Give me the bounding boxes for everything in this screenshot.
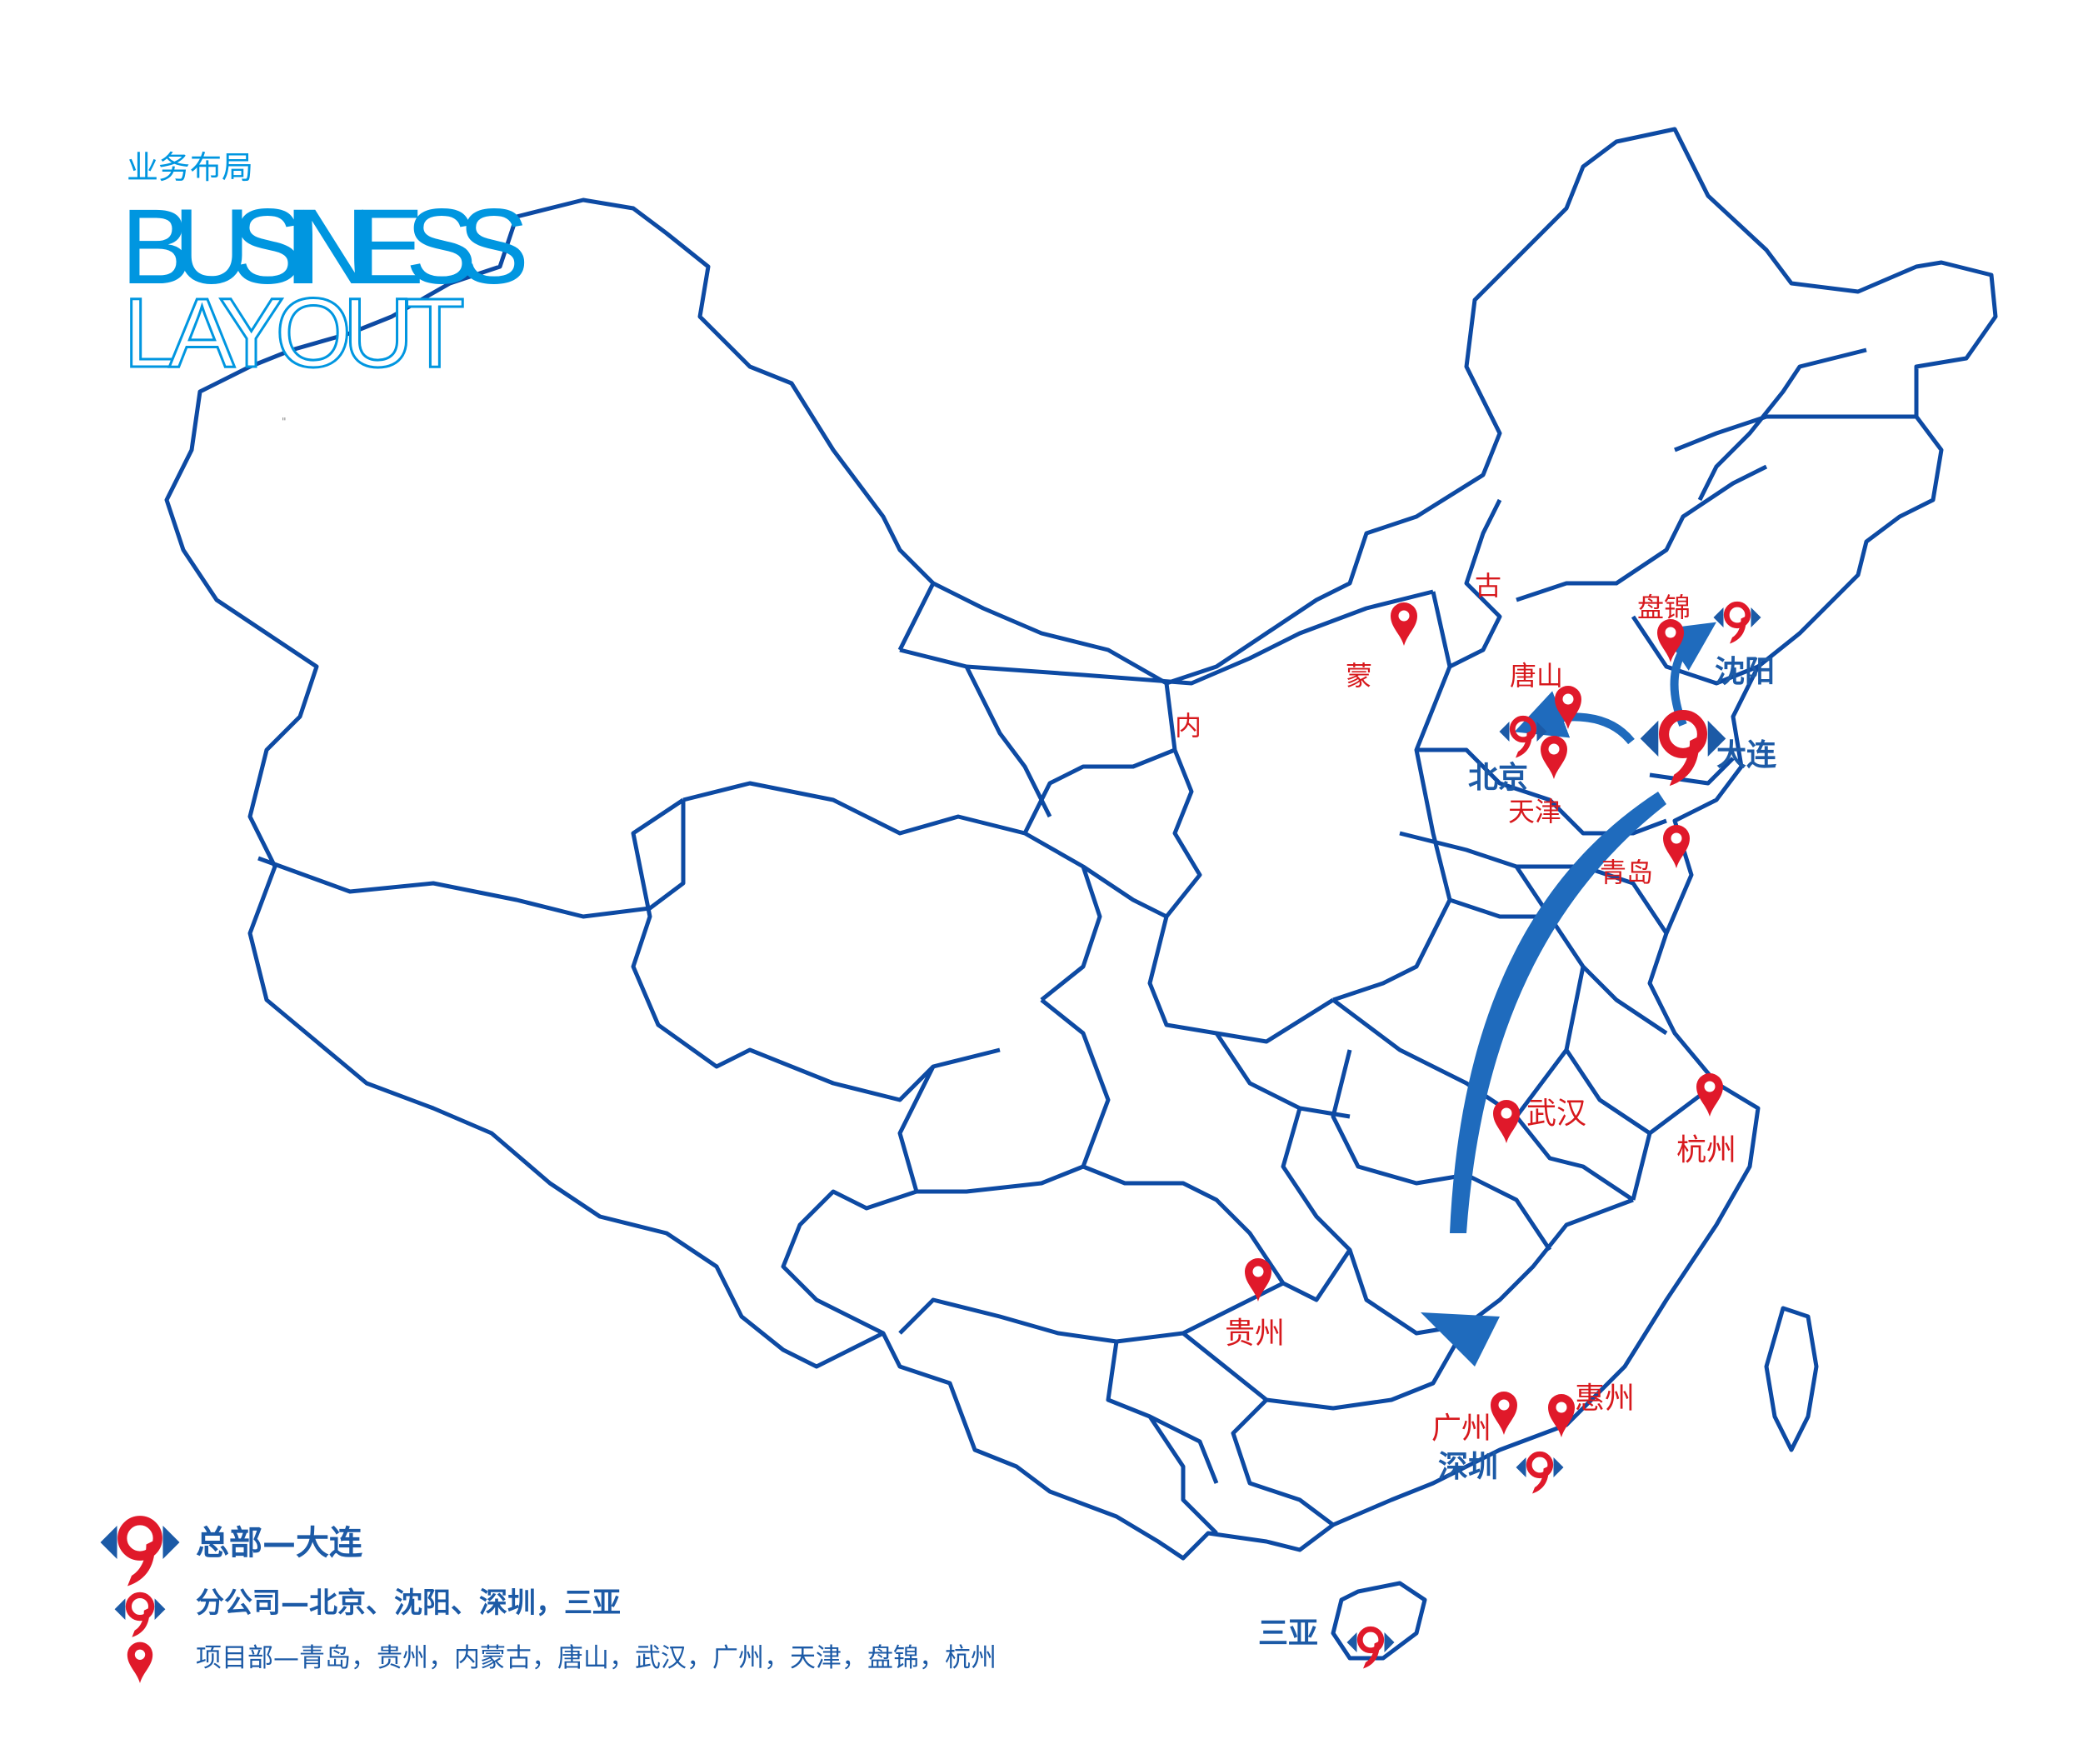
- branch-sanya-label: 三亚: [1258, 1617, 1318, 1651]
- branch-shenyang-marker[interactable]: [1714, 604, 1761, 643]
- legend-hq-label: 总部—大连: [196, 1524, 363, 1562]
- project-qingdao-label: 青岛: [1600, 857, 1653, 888]
- legend-project-label: 项目部—青岛，贵州，内蒙古，唐山，武汉，广州，天津，盘锦，杭州: [196, 1643, 997, 1673]
- project-guizhou-label: 贵州: [1225, 1317, 1285, 1351]
- legend-project-icon: [127, 1642, 153, 1683]
- project-tianjin-label: 天津: [1508, 796, 1561, 827]
- arrow-to-beijing: [1514, 691, 1635, 745]
- project-guangzhou-label: 广州: [1431, 1412, 1491, 1446]
- branch-sanya-marker[interactable]: [1347, 1629, 1395, 1668]
- project-hangzhou-label: 杭州: [1676, 1133, 1736, 1167]
- branch-shenyang-label: 沈阳: [1715, 655, 1775, 689]
- project-guizhou-marker[interactable]: [1245, 1258, 1271, 1302]
- title-cn: 业务布局: [127, 149, 253, 186]
- legend-branch-label: 分公司—北京、沈阳、深圳，三亚: [196, 1587, 621, 1620]
- project-huizhou-label: 惠州: [1575, 1382, 1635, 1416]
- branch-beijing-label: 北京: [1468, 760, 1528, 795]
- region-label-meng: 蒙: [1346, 660, 1372, 692]
- china-outline: [164, 127, 1998, 1661]
- legend-branch-icon: [115, 1595, 166, 1637]
- hq-dalian-label: 大连: [1716, 738, 1776, 772]
- project-panjin-label: 盘锦: [1637, 592, 1691, 623]
- project-hangzhou-marker[interactable]: [1696, 1073, 1723, 1117]
- project-guangzhou-marker[interactable]: [1491, 1392, 1517, 1435]
- project-tangshan-marker[interactable]: [1555, 686, 1581, 729]
- legend-hq-icon: [101, 1521, 180, 1587]
- project-wuhan-label: 武汉: [1526, 1097, 1586, 1131]
- region-label-nei: 内: [1175, 710, 1201, 742]
- arrow-to-shenzhen-head: [1421, 1312, 1500, 1367]
- stray-mark: ": [282, 416, 287, 427]
- branch-shenzhen-label: 深圳: [1438, 1450, 1498, 1484]
- title-en-line2: LAYOUT: [123, 278, 465, 388]
- arrow-to-shenzhen: [1450, 792, 1666, 1233]
- project-tianjin-marker[interactable]: [1541, 736, 1567, 779]
- project-tangshan-label: 唐山: [1510, 660, 1563, 692]
- project-wuhan-marker[interactable]: [1493, 1100, 1520, 1143]
- region-label-gu: 古: [1475, 570, 1501, 602]
- project-neimenggu-marker[interactable]: [1391, 602, 1417, 646]
- branch-shenzhen-marker[interactable]: [1516, 1454, 1564, 1493]
- legend: 总部—大连 分公司—北京、沈阳、深圳，三亚 项目部—青岛，贵州，内蒙古，唐山，武…: [101, 1521, 997, 1683]
- title-en-line1: BUSINESS: [121, 187, 529, 307]
